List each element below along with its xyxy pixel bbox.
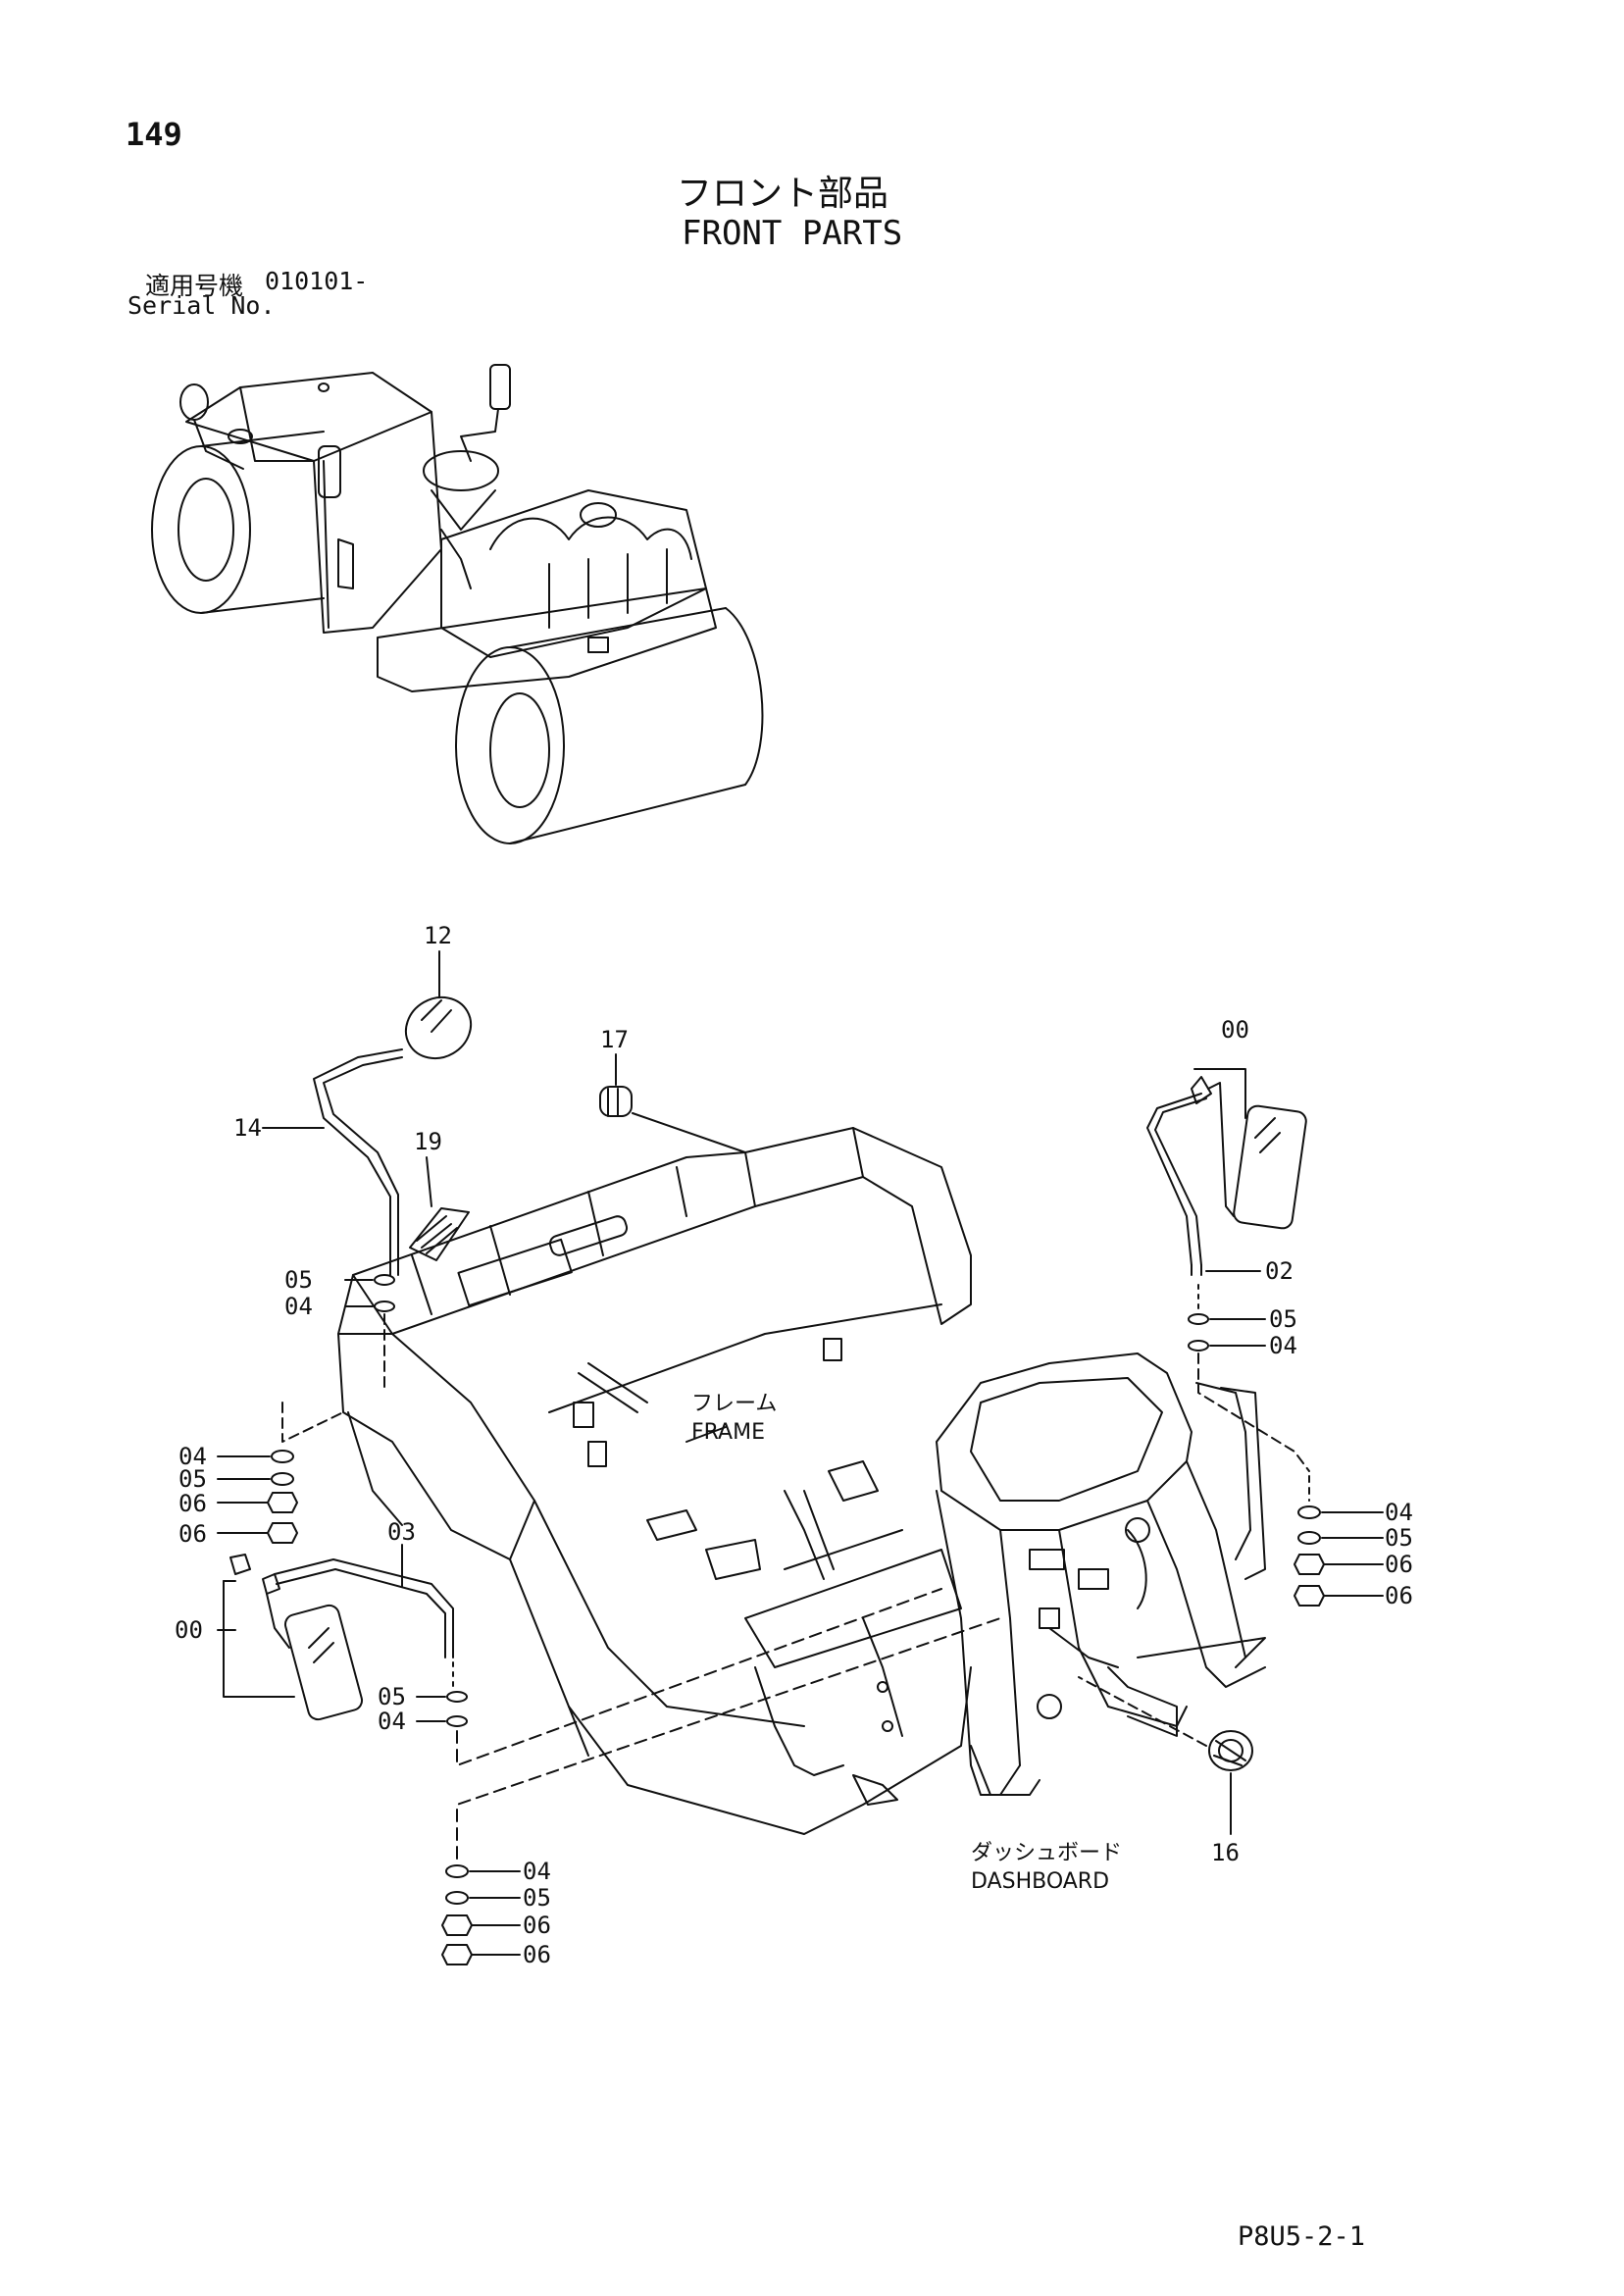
callout-00-right: 00 [1221, 1016, 1249, 1044]
callout-05-lower-middle: 05 [378, 1683, 406, 1710]
serial-label-japanese: 適用号機 [145, 272, 244, 300]
callout-bottom-stack-1: 04 [523, 1858, 551, 1885]
right-hardware-stack [1294, 1475, 1384, 1607]
callout-labels: 12 14 17 19 00 02 05 04 05 04 04 05 06 0… [175, 922, 1413, 1968]
callout-bottom-stack-4: 06 [523, 1941, 551, 1968]
callout-bottom-stack-2: 05 [523, 1884, 551, 1912]
frame-label-japanese: フレーム [691, 1392, 777, 1416]
serial-number-value: 010101- [265, 267, 369, 295]
serial-label-english: Serial No. [127, 291, 276, 320]
callout-04-upper-left: 04 [284, 1293, 313, 1320]
dashboard-label-japanese: ダッシュボード [971, 1841, 1122, 1865]
callout-04-lower-middle: 04 [378, 1708, 406, 1735]
page-number: 149 [126, 116, 182, 153]
callout-right-stack-4: 06 [1385, 1582, 1413, 1609]
callout-02: 02 [1265, 1257, 1294, 1285]
callout-right-stack-3: 06 [1385, 1551, 1413, 1578]
upper-left-washers [344, 1274, 395, 1394]
part-12-round-mirror [404, 950, 473, 1060]
page-title-english: FRONT PARTS [682, 214, 903, 253]
callout-left-stack-3: 06 [178, 1490, 207, 1517]
frame-label-english: FRAME [691, 1420, 765, 1445]
callout-16: 16 [1211, 1839, 1240, 1866]
callout-14: 14 [233, 1114, 262, 1142]
right-mirror-washers [1188, 1284, 1310, 1472]
callout-05-right: 05 [1269, 1305, 1297, 1333]
callout-00-left: 00 [175, 1616, 203, 1644]
bottom-hardware-stack [441, 1617, 1001, 1965]
callout-05-upper-left: 05 [284, 1266, 313, 1294]
sheet-code: P8U5-2-1 [1238, 2221, 1366, 2252]
callout-17: 17 [600, 1026, 629, 1053]
part-00-right-mirror-assembly [1146, 1068, 1307, 1276]
part-14-mirror-stay [262, 1048, 403, 1276]
left-hardware-stack [217, 1402, 344, 1544]
callout-right-stack-2: 05 [1385, 1524, 1413, 1552]
callout-right-stack-1: 04 [1385, 1499, 1413, 1526]
part-19-rubber-pad [409, 1156, 470, 1261]
page-title-japanese: フロント部品 [677, 174, 889, 214]
frame-leader-line [685, 1426, 727, 1443]
callout-left-stack-1: 04 [178, 1443, 207, 1470]
dashboard-label-english: DASHBOARD [971, 1869, 1109, 1894]
callout-bottom-stack-3: 06 [523, 1912, 551, 1939]
callout-03: 03 [387, 1518, 416, 1546]
callout-left-stack-2: 05 [178, 1465, 207, 1493]
callout-left-stack-4: 06 [178, 1520, 207, 1548]
callout-19: 19 [414, 1128, 442, 1155]
callout-12: 12 [424, 922, 452, 949]
part-00-left-mirror-assembly [217, 1544, 454, 1721]
dashboard-assembly [936, 1352, 1266, 1796]
frame-assembly [337, 1127, 972, 1835]
callout-04-right: 04 [1269, 1332, 1297, 1359]
part-17-grommet [599, 1053, 746, 1153]
machine-overview-illustration [151, 364, 764, 844]
lower-middle-washers [416, 1588, 942, 1766]
part-16-grommet [1078, 1676, 1253, 1835]
